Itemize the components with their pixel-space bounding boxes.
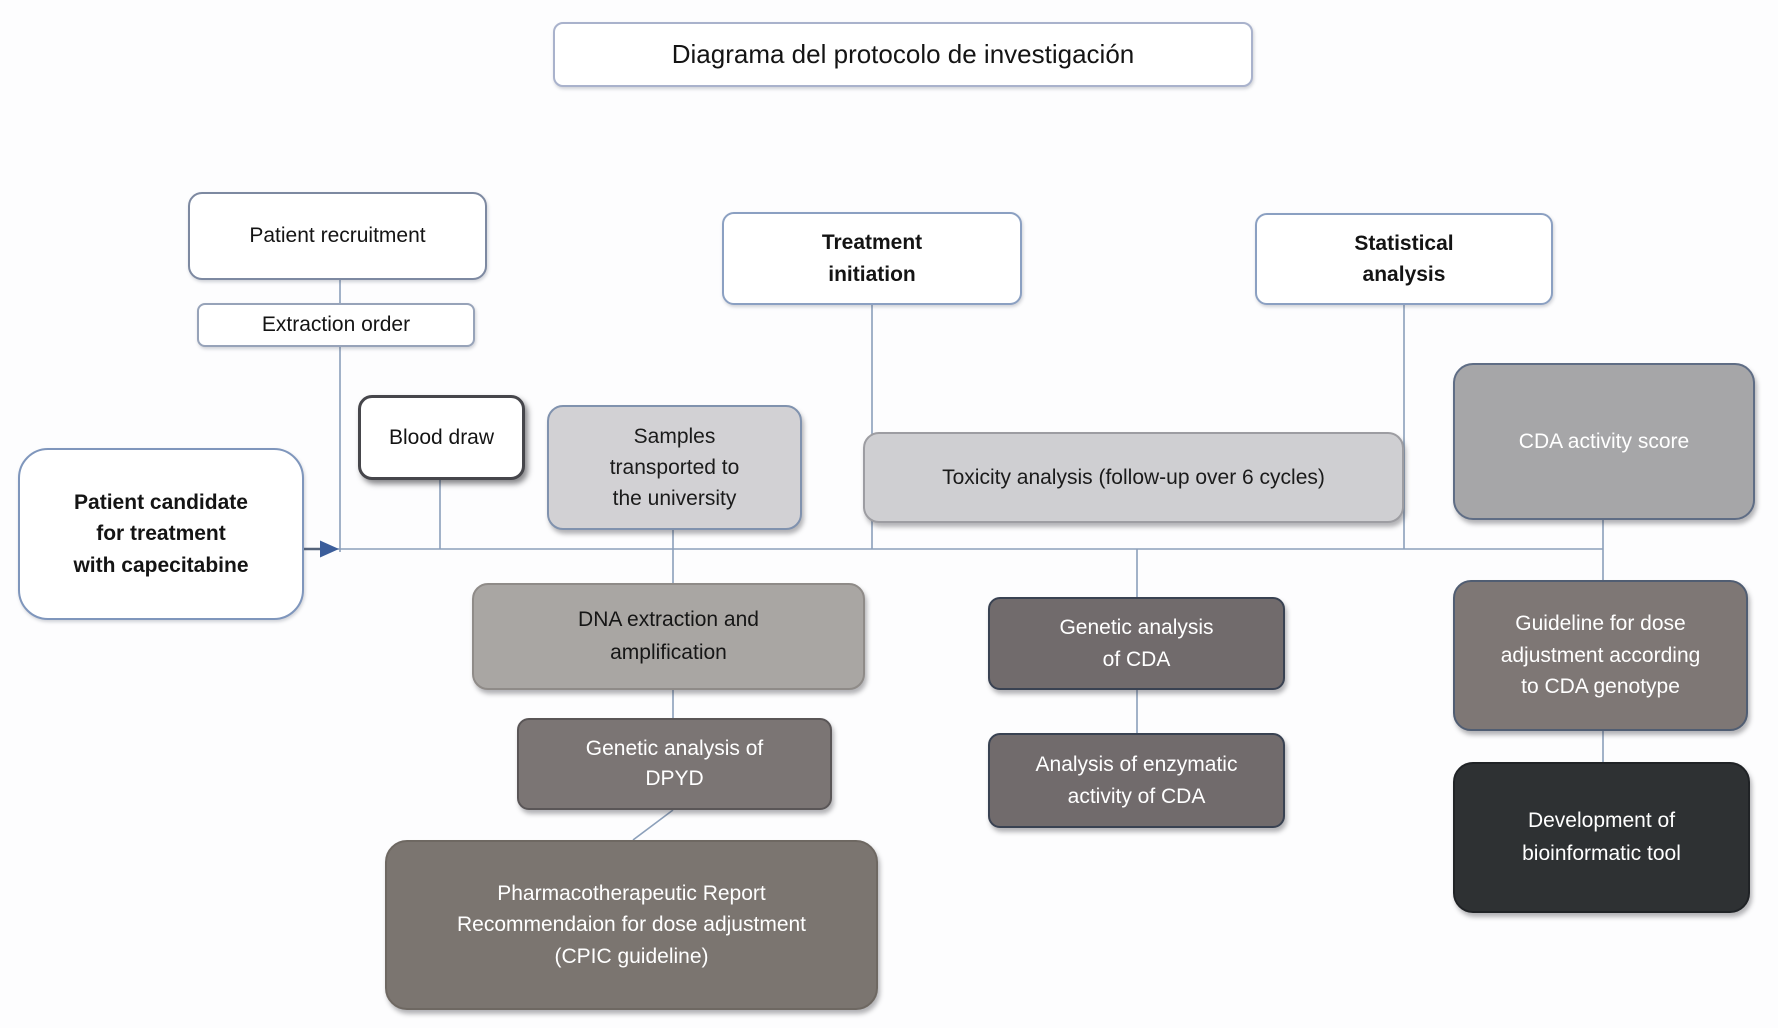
- node-statistical-analysis: Statistical analysis: [1255, 213, 1553, 305]
- node-blood-draw: Blood draw: [358, 395, 525, 480]
- node-genetic-analysis-cda: Genetic analysis of CDA: [988, 597, 1285, 690]
- node-bioinformatic-tool: Development of bioinformatic tool: [1453, 762, 1750, 913]
- node-pharmacotherapeutic-report: Pharmacotherapeutic Report Recommendaion…: [385, 840, 878, 1010]
- node-dna-extraction: DNA extraction and amplification: [472, 583, 865, 690]
- connector-dpyd-pharma: [632, 809, 674, 841]
- arrowhead-icon: [320, 540, 339, 558]
- node-patient-candidate: Patient candidate for treatment with cap…: [18, 448, 304, 620]
- node-patient-recruitment: Patient recruitment: [188, 192, 487, 280]
- node-toxicity-analysis: Toxicity analysis (follow-up over 6 cycl…: [863, 432, 1404, 523]
- node-genetic-analysis-dpyd: Genetic analysis of DPYD: [517, 718, 832, 810]
- node-guideline-dose-adjustment: Guideline for dose adjustment according …: [1453, 580, 1748, 731]
- node-diagram-title: Diagrama del protocolo de investigación: [553, 22, 1253, 87]
- node-extraction-order: Extraction order: [197, 303, 475, 347]
- node-cda-activity-score: CDA activity score: [1453, 363, 1755, 520]
- node-enzymatic-activity-cda: Analysis of enzymatic activity of CDA: [988, 733, 1285, 828]
- node-treatment-initiation: Treatment initiation: [722, 212, 1022, 305]
- node-samples-transported: Samples transported to the university: [547, 405, 802, 530]
